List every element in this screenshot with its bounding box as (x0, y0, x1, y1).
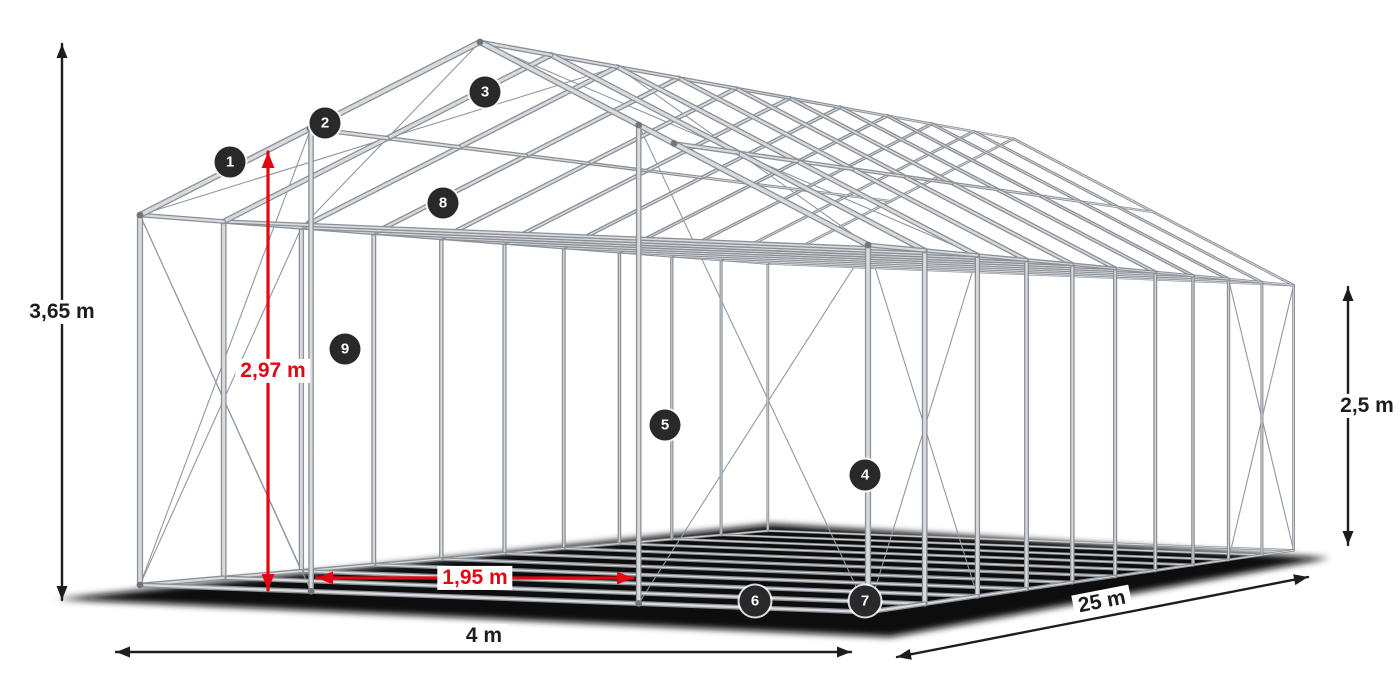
part-marker-4: 4 (849, 459, 881, 491)
part-marker-8: 8 (427, 187, 459, 219)
dimension-side-height: 2,5 m (1335, 393, 1399, 419)
part-marker-7: 7 (849, 585, 881, 617)
dimension-total-height: 3,65 m (24, 299, 100, 325)
part-marker-2: 2 (309, 107, 341, 139)
part-marker-3: 3 (469, 76, 501, 108)
dimension-width: 4 m (460, 623, 508, 649)
part-marker-1: 1 (214, 146, 246, 178)
dimension-door-width: 1,95 m (437, 565, 513, 591)
part-marker-6: 6 (739, 585, 771, 617)
part-marker-9: 9 (329, 333, 361, 365)
dimension-door-height: 2,97 m (235, 358, 311, 384)
part-marker-5: 5 (649, 409, 681, 441)
